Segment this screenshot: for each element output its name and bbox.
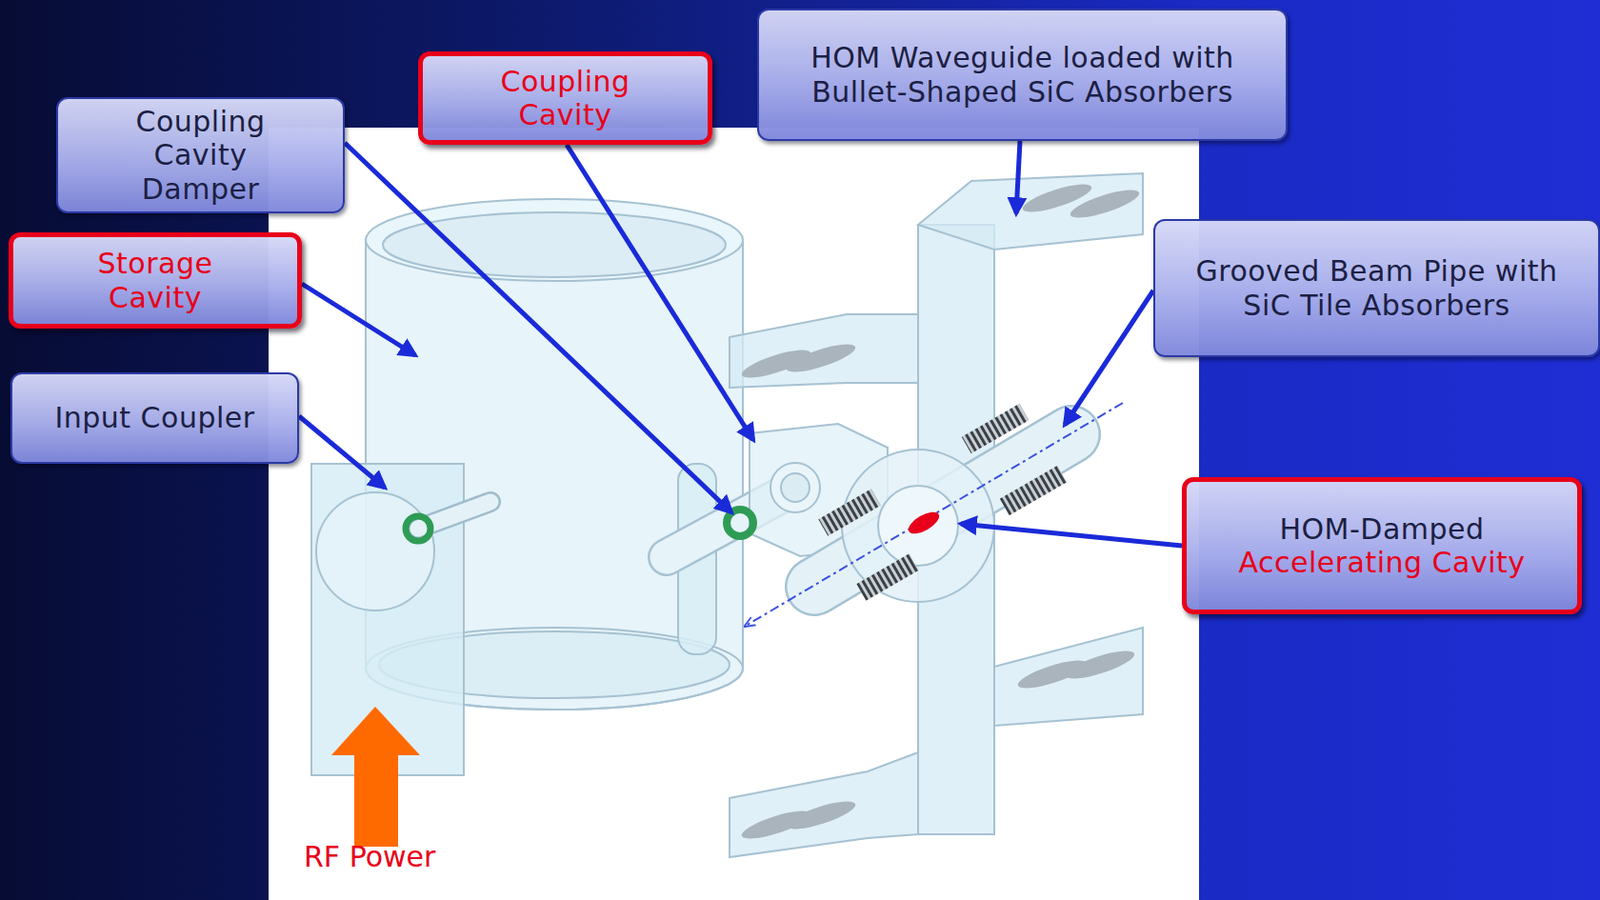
hom-waveguide	[729, 314, 919, 388]
leader-line	[1016, 140, 1020, 214]
callout-text: HOM Waveguide loaded with Bullet-Shaped …	[784, 40, 1261, 109]
rf-power-arrow	[331, 706, 420, 847]
beam-axis	[745, 402, 1123, 626]
callout-box: HOM-DampedAccelerating Cavity	[1181, 477, 1582, 615]
coupling-cavity	[780, 473, 810, 502]
sic-bullet-absorber	[783, 339, 859, 379]
beam-axis	[745, 402, 1123, 626]
callout-box: Coupling Cavity Damper	[56, 97, 345, 214]
callout-text: Coupling Cavity Damper	[100, 104, 301, 206]
input-coupler	[316, 492, 435, 611]
callout-text: Storage Cavity	[55, 246, 256, 315]
leader-line	[299, 140, 1182, 546]
sic-tile-absorber	[961, 403, 1030, 454]
part-label: RF Power	[303, 840, 436, 875]
callout-box: Storage Cavity	[8, 232, 302, 329]
callout-text: Input Coupler	[54, 400, 255, 435]
leader-line	[566, 144, 754, 440]
sic-bullet-absorber	[1067, 184, 1142, 224]
white-panel	[268, 127, 1200, 900]
storage-cavity	[365, 199, 743, 281]
hom-waveguide	[729, 173, 1143, 858]
callout-text: Accelerating Cavity	[1238, 545, 1525, 580]
leader-line	[344, 142, 732, 513]
coupling-cavity	[770, 462, 820, 513]
rf-power-arrow	[331, 706, 420, 847]
leader-line	[301, 283, 416, 356]
leader-line	[960, 523, 1182, 546]
leader-line	[1064, 290, 1154, 425]
hom-waveguide	[994, 627, 1143, 726]
callout-box: HOM Waveguide loaded with Bullet-Shaped …	[757, 8, 1288, 141]
white-panel	[268, 127, 1200, 900]
callout-box: Input Coupler	[10, 372, 300, 464]
storage-cavity	[382, 212, 726, 278]
callout-box: Grooved Beam Pipe with SiC Tile Absorber…	[1153, 219, 1600, 358]
input-coupler	[311, 463, 491, 776]
sic-bullet-absorber	[739, 179, 1142, 845]
leader-line	[299, 416, 385, 488]
sic-tile-absorber	[818, 403, 1067, 601]
hom-waveguide	[729, 752, 919, 858]
sic-bullet-absorber	[1062, 645, 1138, 685]
sic-tile-absorber	[1000, 465, 1068, 516]
sic-bullet-absorber	[783, 796, 859, 836]
sic-tile-absorber	[856, 553, 919, 600]
accelerating-cavity	[878, 485, 959, 566]
callout-text: Coupling Cavity	[465, 64, 666, 133]
callout-box: Coupling Cavity	[418, 51, 713, 145]
callout-text: HOM-Damped	[1279, 512, 1484, 546]
hom-waveguide	[918, 173, 1143, 250]
callout-text: Grooved Beam Pipe with SiC Tile Absorber…	[1168, 254, 1585, 322]
coupling-cavity	[726, 509, 754, 537]
accelerating-cavity	[814, 434, 1072, 602]
beam-axis	[904, 507, 942, 539]
sic-tile-absorber	[818, 488, 880, 536]
input-coupler	[405, 516, 431, 541]
